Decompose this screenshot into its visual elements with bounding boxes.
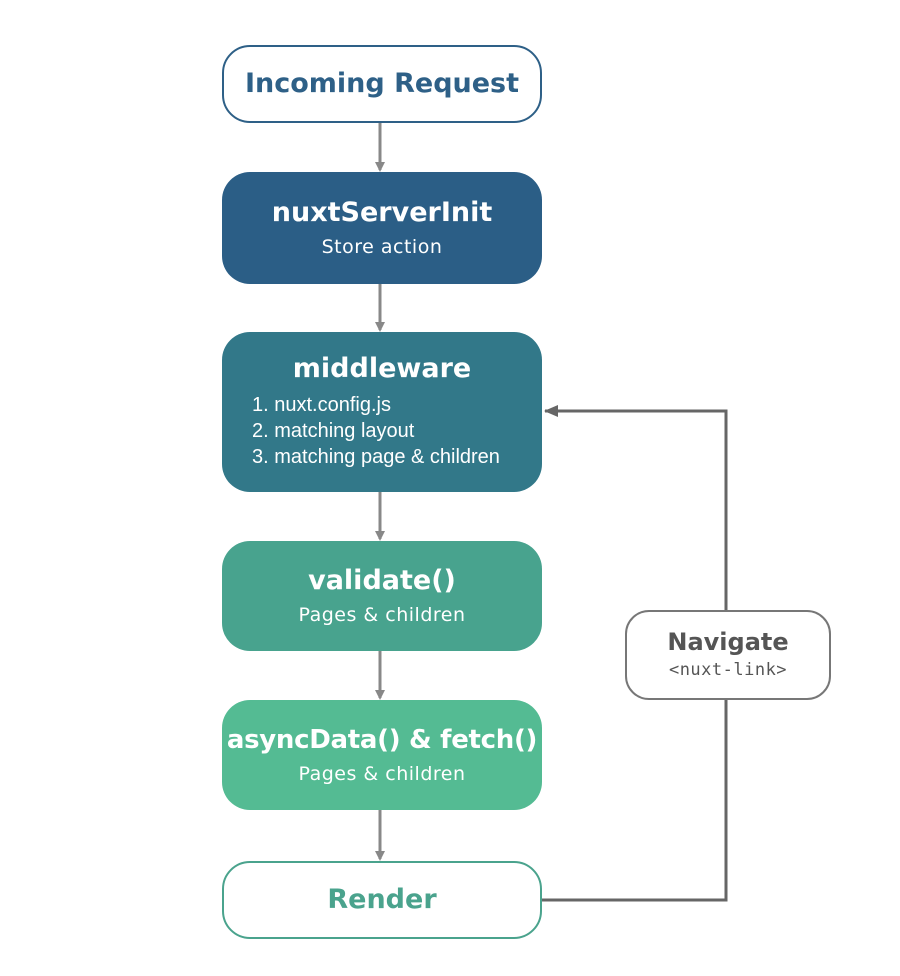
async-data-fetch-title: asyncData() & fetch() bbox=[226, 725, 538, 755]
middleware-item: 3. matching page & children bbox=[252, 446, 500, 468]
validate-title: validate() bbox=[308, 565, 456, 596]
middleware-title: middleware bbox=[292, 353, 472, 384]
navigate-node: Navigate <nuxt-link> bbox=[625, 610, 831, 700]
async-data-fetch-subtitle: Pages & children bbox=[298, 763, 466, 785]
async-data-fetch-node: asyncData() & fetch() Pages & children bbox=[222, 700, 542, 810]
navigate-title: Navigate bbox=[667, 628, 789, 656]
middleware-list: 1. nuxt.config.js 2. matching layout 3. … bbox=[222, 392, 500, 470]
navigate-subtitle: <nuxt-link> bbox=[668, 660, 788, 680]
incoming-request-title: Incoming Request bbox=[244, 68, 520, 99]
incoming-request-node: Incoming Request bbox=[222, 45, 542, 123]
render-node: Render bbox=[222, 861, 542, 939]
middleware-node: middleware 1. nuxt.config.js 2. matching… bbox=[222, 332, 542, 492]
middleware-item: 2. matching layout bbox=[252, 420, 415, 442]
validate-node: validate() Pages & children bbox=[222, 541, 542, 651]
nuxt-server-init-subtitle: Store action bbox=[321, 236, 443, 258]
middleware-item: 1. nuxt.config.js bbox=[252, 394, 391, 416]
validate-subtitle: Pages & children bbox=[298, 604, 466, 626]
nuxt-server-init-node: nuxtServerInit Store action bbox=[222, 172, 542, 284]
nuxt-server-init-title: nuxtServerInit bbox=[271, 197, 493, 228]
render-title: Render bbox=[327, 884, 437, 915]
